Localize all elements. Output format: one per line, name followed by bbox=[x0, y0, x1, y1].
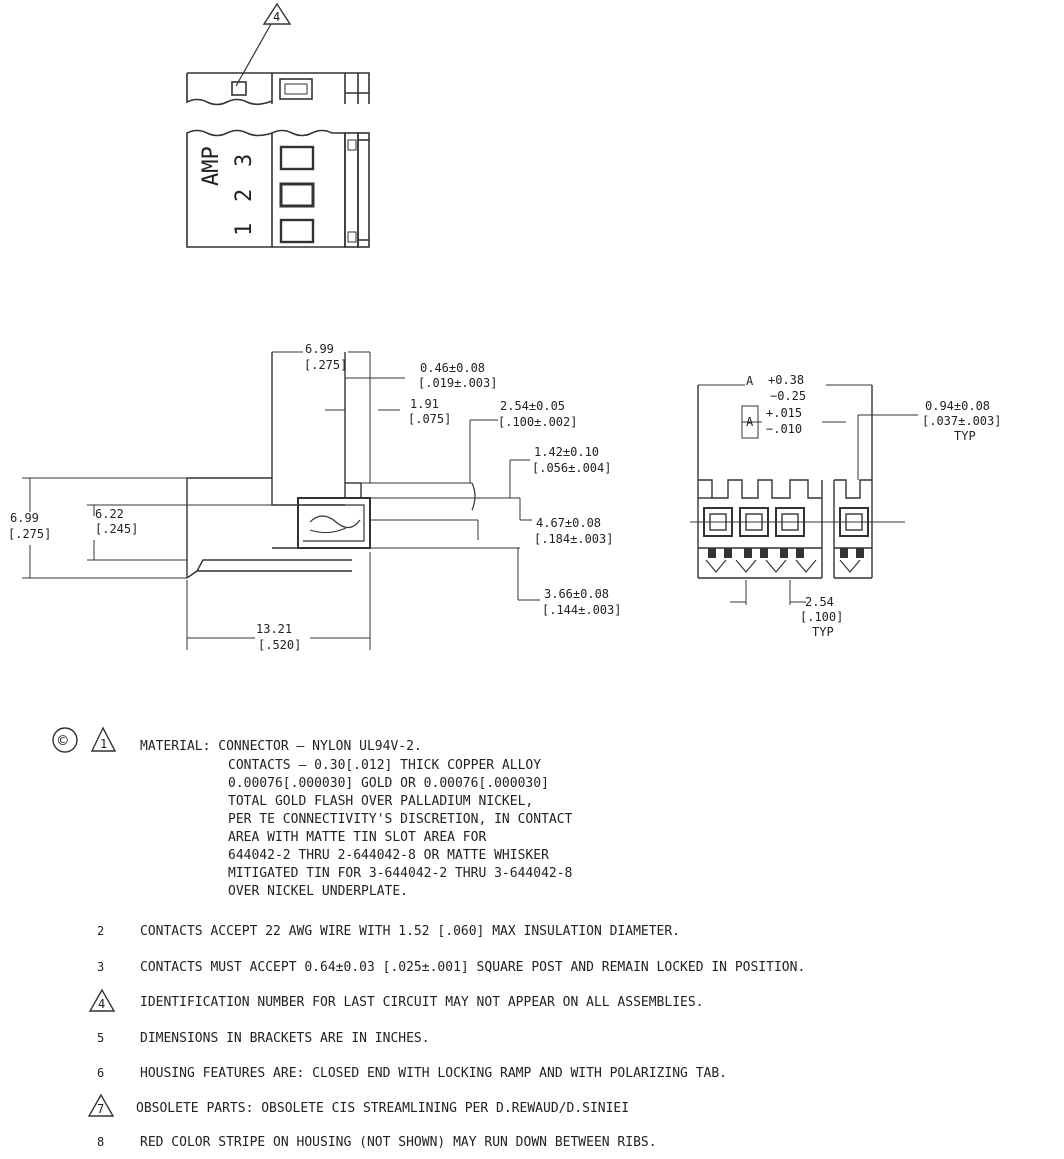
tol-mm-minus: −0.25 bbox=[770, 389, 806, 403]
dim-opening-a-in: [.056±.004] bbox=[532, 461, 611, 475]
dim-height-overall-in: [.275] bbox=[8, 527, 51, 541]
note-2: 2 CONTACTS ACCEPT 22 AWG WIRE WITH 1.52 … bbox=[97, 924, 680, 939]
end-dimension-labels: A +0.38 −0.25 A +.015 −.010 0.94±0.08 [.… bbox=[746, 373, 1001, 639]
note-6: 6 HOUSING FEATURES ARE: CLOSED END WITH … bbox=[97, 1066, 727, 1081]
side-dimension-labels: 6.99 [.275] 6.22 [.245] 13.21 [.520] 6.9… bbox=[8, 342, 621, 652]
tol-mm-plus: +0.38 bbox=[768, 373, 804, 387]
callout-4: 4 bbox=[235, 2, 292, 87]
svg-text:OBSOLETE PARTS: OBSOLETE CIS S: OBSOLETE PARTS: OBSOLETE CIS STREAMLININ… bbox=[136, 1101, 629, 1116]
svg-text:IDENTIFICATION NUMBER FOR LAST: IDENTIFICATION NUMBER FOR LAST CIRCUIT M… bbox=[140, 995, 704, 1010]
note-1-line-9: OVER NICKEL UNDERPLATE. bbox=[228, 884, 408, 899]
note-7: 7 OBSOLETE PARTS: OBSOLETE CIS STREAMLIN… bbox=[87, 1093, 629, 1117]
dim-offset-mm: 1.91 bbox=[410, 397, 439, 411]
dim-pitch-ref-mm: 2.54±0.05 bbox=[500, 399, 565, 413]
position-3-label: 3 bbox=[232, 154, 257, 167]
dim-post-typ: TYP bbox=[954, 429, 976, 443]
svg-text:2: 2 bbox=[97, 924, 104, 938]
svg-text:6: 6 bbox=[97, 1066, 104, 1080]
dim-contact-thickness-mm: 0.46±0.08 bbox=[420, 361, 485, 375]
end-view: A +0.38 −0.25 A +.015 −.010 0.94±0.08 [.… bbox=[690, 373, 1001, 639]
tol-label-a: A bbox=[746, 374, 754, 388]
svg-text:3: 3 bbox=[97, 960, 104, 974]
housing-top-strip bbox=[186, 72, 370, 106]
svg-text:©: © bbox=[58, 731, 68, 750]
svg-text:CONTACTS MUST ACCEPT 0.64±0.03: CONTACTS MUST ACCEPT 0.64±0.03 [.025±.00… bbox=[140, 960, 805, 975]
svg-text:5: 5 bbox=[97, 1031, 104, 1045]
housing-top-view: AMP 1 2 3 bbox=[186, 129, 370, 248]
note-1-line-5: PER TE CONNECTIVITY'S DISCRETION, IN CON… bbox=[228, 812, 573, 827]
svg-text:7: 7 bbox=[97, 1102, 104, 1116]
dim-length-in: [.520] bbox=[258, 638, 301, 652]
dim-opening-b-mm: 4.67±0.08 bbox=[536, 516, 601, 530]
notes-block: © 1 MATERIAL: CONNECTOR – NYLON UL94V-2.… bbox=[52, 726, 805, 1150]
svg-text:4: 4 bbox=[98, 997, 105, 1011]
note-8: 8 RED COLOR STRIPE ON HOUSING (NOT SHOWN… bbox=[97, 1135, 657, 1150]
dim-top-width-in: [.275] bbox=[304, 358, 347, 372]
svg-text:RED COLOR STRIPE ON HOUSING (N: RED COLOR STRIPE ON HOUSING (NOT SHOWN) … bbox=[140, 1135, 657, 1150]
side-housing bbox=[186, 352, 520, 579]
tol-in-plus: +.015 bbox=[766, 406, 802, 420]
note-3: 3 CONTACTS MUST ACCEPT 0.64±0.03 [.025±.… bbox=[97, 960, 805, 975]
note-1-line-4: TOTAL GOLD FLASH OVER PALLADIUM NICKEL, bbox=[228, 794, 533, 809]
dim-height-overall-mm: 6.99 bbox=[10, 511, 39, 525]
dim-end-pitch-typ: TYP bbox=[812, 625, 834, 639]
top-view: 4 AMP 1 2 bbox=[186, 2, 370, 248]
dim-end-pitch-in: [.100] bbox=[800, 610, 843, 624]
note-1-line-6: AREA WITH MATTE TIN SLOT AREA FOR bbox=[228, 830, 486, 845]
tol-label-a-inch: A bbox=[746, 415, 754, 429]
note-1-line-7: 644042-2 THRU 2-644042-8 OR MATTE WHISKE… bbox=[228, 848, 549, 863]
side-view: 6.99 [.275] 6.22 [.245] 13.21 [.520] 6.9… bbox=[8, 342, 621, 652]
dim-end-pitch-mm: 2.54 bbox=[805, 595, 834, 609]
note-1-line-2: CONTACTS – 0.30[.012] THICK COPPER ALLOY bbox=[228, 758, 541, 773]
note-5: 5 DIMENSIONS IN BRACKETS ARE IN INCHES. bbox=[97, 1031, 430, 1046]
dim-pitch-ref-in: [.100±.002] bbox=[498, 415, 577, 429]
end-contact-fill bbox=[708, 548, 864, 558]
dim-offset-in: [.075] bbox=[408, 412, 451, 426]
dim-post-mm: 0.94±0.08 bbox=[925, 399, 990, 413]
dim-post-in: [.037±.003] bbox=[922, 414, 1001, 428]
position-2-label: 2 bbox=[232, 189, 257, 202]
dim-opening-c-in: [.144±.003] bbox=[542, 603, 621, 617]
svg-text:8: 8 bbox=[97, 1135, 104, 1149]
dim-height-body-in: [.245] bbox=[95, 522, 138, 536]
dim-contact-thickness-in: [.019±.003] bbox=[418, 376, 497, 390]
note-1-line-1: MATERIAL: CONNECTOR – NYLON UL94V-2. bbox=[140, 739, 422, 754]
end-dimension-lines bbox=[698, 384, 918, 605]
dim-length-mm: 13.21 bbox=[256, 622, 292, 636]
side-dimension-lines bbox=[22, 351, 540, 650]
dim-top-width-mm: 6.99 bbox=[305, 342, 334, 356]
dim-height-body-mm: 6.22 bbox=[95, 507, 124, 521]
dim-opening-a-mm: 1.42±0.10 bbox=[534, 445, 599, 459]
tol-in-minus: −.010 bbox=[766, 422, 802, 436]
svg-text:1: 1 bbox=[100, 737, 107, 751]
dim-opening-c-mm: 3.66±0.08 bbox=[544, 587, 609, 601]
svg-text:HOUSING FEATURES ARE: CLOSED: HOUSING FEATURES ARE: CLOSED END WITH LO… bbox=[140, 1066, 727, 1081]
note-1-line-3: 0.00076[.000030] GOLD OR 0.00076[.000030… bbox=[228, 776, 549, 791]
svg-text:4: 4 bbox=[273, 10, 280, 24]
note-1-line-8: MITIGATED TIN FOR 3-644042-2 THRU 3-6440… bbox=[228, 866, 572, 881]
position-1-label: 1 bbox=[232, 223, 257, 236]
note-4: 4 IDENTIFICATION NUMBER FOR LAST CIRCUIT… bbox=[88, 988, 704, 1012]
note-1: © 1 MATERIAL: CONNECTOR – NYLON UL94V-2.… bbox=[52, 726, 573, 899]
svg-text:CONTACTS ACCEPT 22 AWG WIRE WI: CONTACTS ACCEPT 22 AWG WIRE WITH 1.52 [.… bbox=[140, 924, 680, 939]
dim-opening-b-in: [.184±.003] bbox=[534, 532, 613, 546]
svg-text:DIMENSIONS IN BRACKETS ARE IN: DIMENSIONS IN BRACKETS ARE IN INCHES. bbox=[140, 1031, 430, 1046]
amp-marking: AMP bbox=[199, 146, 224, 186]
